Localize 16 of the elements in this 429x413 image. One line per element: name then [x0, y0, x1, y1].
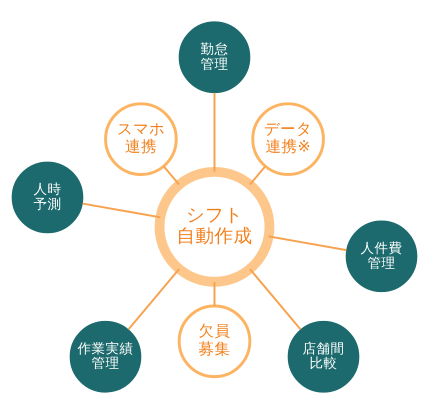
connector	[214, 92, 216, 172]
node-circle: スマホ連携	[104, 102, 178, 176]
connector	[249, 165, 266, 185]
connector	[214, 282, 216, 306]
node-circle: 作業実績管理	[70, 320, 142, 392]
connector	[82, 202, 160, 218]
node-circle: データ連携※	[251, 102, 325, 176]
node-circle: 人時予測	[12, 161, 84, 233]
node-circle: 欠員募集	[178, 304, 252, 378]
node-circle: 店舗間比較	[288, 320, 360, 392]
connector	[249, 268, 302, 330]
connector	[162, 165, 180, 185]
connector	[268, 234, 347, 251]
node-circle: 人件費管理	[346, 220, 418, 292]
node-circle: 勤怠管理	[178, 20, 250, 93]
connector	[128, 268, 180, 330]
